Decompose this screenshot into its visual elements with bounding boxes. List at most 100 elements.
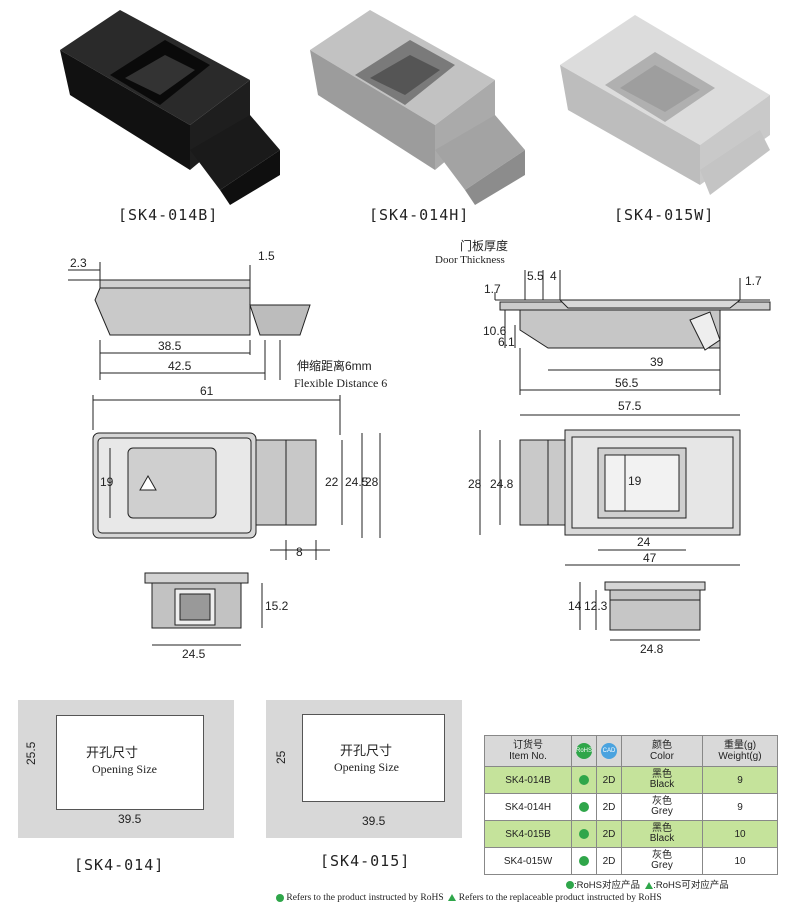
opening-title-015: [SK4-015]: [320, 852, 411, 870]
dim-25: 25: [274, 750, 288, 764]
legend-rohs-en: Refers to the product instructed by RoHS: [286, 893, 444, 903]
legend-rohs-cn: :RoHS对应产品: [574, 880, 640, 891]
top-view-014: [92, 395, 381, 560]
rohs-triangle-icon: [448, 894, 457, 902]
rohs-icon: RoHS: [576, 743, 592, 759]
legend-rohs-alt-cn: :RoHS可对应产品: [653, 880, 729, 891]
dim-39: 39: [650, 355, 664, 369]
product-photos: [60, 10, 770, 205]
dim-39-5-015: 39.5: [362, 814, 386, 828]
dim-25-5: 25.5: [24, 741, 38, 765]
dim-61: 61: [200, 384, 214, 398]
dim-24-5: 24.5: [345, 475, 369, 489]
legend-cn: :RoHS对应产品 :RoHS可对应产品: [566, 877, 729, 891]
opening-label-en-015: Opening Size: [334, 760, 399, 774]
head-color-cn: 颜色: [652, 740, 672, 751]
product-label-sk4-014h: [SK4-014H]: [369, 206, 470, 224]
row-color-en: Black: [649, 779, 675, 790]
dim-57-5: 57.5: [618, 399, 642, 413]
cad-icon: CAD: [601, 743, 617, 759]
rohs-dot-icon: [276, 893, 284, 902]
row-cad: 2D: [596, 820, 622, 848]
dim-39-5-014: 39.5: [118, 812, 142, 826]
legend-en: Refers to the product instructed by RoHS…: [276, 893, 662, 903]
flex-distance-cn: 伸缩距离6mm: [297, 358, 372, 373]
row-color-en: Grey: [651, 860, 673, 871]
side-view-014: [68, 262, 311, 380]
dim-42-5: 42.5: [168, 359, 192, 373]
product-photo-sk4-014b: [60, 10, 280, 205]
dim-1-7-right: 1.7: [745, 274, 762, 288]
opening-label-en-014: Opening Size: [92, 762, 157, 776]
row-color-cn: 黑色: [652, 823, 672, 834]
row-color-en: Black: [649, 833, 675, 844]
dim-19: 19: [100, 475, 114, 489]
dim-24-8-end: 24.8: [640, 642, 664, 656]
row-cad: 2D: [596, 766, 622, 794]
dim-38-5: 38.5: [158, 339, 182, 353]
product-photo-sk4-014h: [310, 10, 525, 205]
head-weight-cn: 重量(g): [723, 740, 757, 751]
rohs-triangle-icon: [645, 881, 654, 889]
head-color-en: Color: [650, 751, 674, 762]
opening-title-014: [SK4-014]: [74, 856, 165, 874]
row-item: SK4-015W: [484, 847, 572, 875]
rohs-dot-icon: [579, 828, 589, 839]
row-cad: 2D: [596, 847, 622, 875]
row-cad: 2D: [596, 793, 622, 821]
dim-24-8: 24.8: [490, 477, 514, 491]
dim-6-1: 6.1: [498, 335, 515, 349]
dim-1-7-left: 1.7: [484, 282, 501, 296]
door-thickness-en: Door Thickness: [435, 254, 505, 266]
door-thickness-cn: 门板厚度: [460, 238, 508, 253]
dim-28-015: 28: [468, 477, 482, 491]
row-color-cn: 灰色: [652, 850, 672, 861]
opening-label-cn-014: 开孔尺寸: [86, 745, 139, 760]
dim-12-3: 12.3: [584, 599, 608, 613]
row-item: SK4-015B: [484, 820, 572, 848]
rohs-dot-icon: [579, 774, 589, 785]
dim-56-5: 56.5: [615, 376, 639, 390]
dim-2-3: 2.3: [70, 256, 87, 270]
drawing-sk4-015: 门板厚度 Door Thickness 5.5 4 1.7 1.7 10.6 6…: [435, 238, 771, 656]
row-item: SK4-014B: [484, 766, 572, 794]
opening-rect-015: [302, 714, 445, 802]
row-weight: 9: [702, 793, 778, 821]
dim-28: 28: [365, 475, 379, 489]
product-label-sk4-014b: [SK4-014B]: [118, 206, 219, 224]
row-color-cn: 黑色: [652, 769, 672, 780]
row-item: SK4-014H: [484, 793, 572, 821]
head-item-en: Item No.: [509, 751, 547, 762]
row-color-en: Grey: [651, 806, 673, 817]
rohs-dot-icon: [579, 801, 589, 812]
dim-15-2: 15.2: [265, 599, 289, 613]
row-weight: 9: [702, 766, 778, 794]
head-item-cn: 订货号: [513, 740, 543, 751]
dim-4: 4: [550, 269, 557, 283]
end-view-015: [579, 581, 706, 641]
dim-10-6: 10.6: [483, 324, 507, 338]
dim-24-5-end: 24.5: [182, 647, 206, 661]
opening-rect-014: [56, 715, 204, 810]
dim-1-5: 1.5: [258, 249, 275, 263]
end-view-014: [144, 572, 263, 646]
rohs-dot-icon: [579, 855, 589, 866]
dim-22: 22: [325, 475, 339, 489]
row-weight: 10: [702, 847, 778, 875]
product-label-sk4-015w: [SK4-015W]: [614, 206, 715, 224]
legend-rohs-alt-en: Refers to the replaceable product instru…: [458, 893, 662, 903]
row-color-cn: 灰色: [652, 796, 672, 807]
row-weight: 10: [702, 820, 778, 848]
product-photo-sk4-015w: [560, 15, 770, 195]
dim-19-015: 19: [628, 474, 642, 488]
rohs-dot-icon: [566, 881, 574, 890]
flex-distance-en: Flexible Distance 6: [294, 376, 387, 390]
opening-label-cn-015: 开孔尺寸: [340, 743, 393, 758]
drawing-sk4-014: 2.3 1.5 38.5 42.5 伸缩距离6mm Flexible Dista…: [68, 249, 387, 661]
